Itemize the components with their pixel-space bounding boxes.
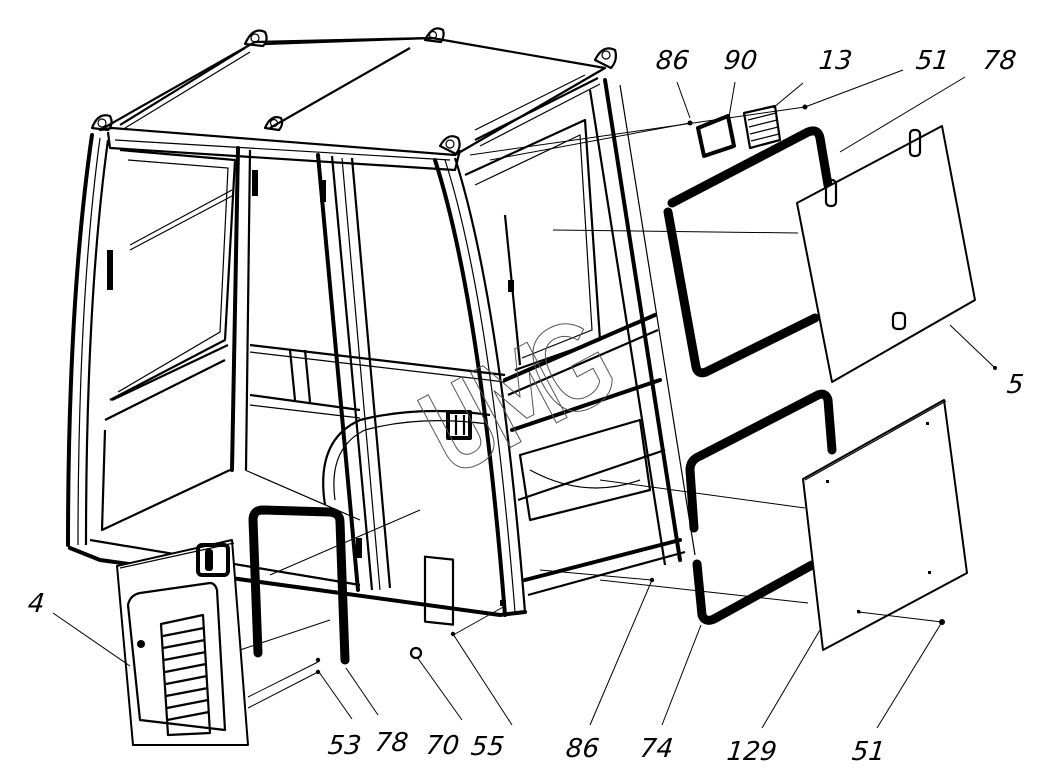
grommet (409, 646, 423, 660)
callout-78-bottom: 78 (373, 728, 410, 758)
callout-78-top: 78 (981, 46, 1018, 76)
lifting-eye (438, 135, 461, 156)
callout-13: 13 (817, 46, 854, 76)
window-seal-lower (685, 389, 837, 533)
window-glass-lower (802, 399, 968, 651)
cab-frame (66, 74, 696, 626)
lifting-eye (593, 47, 617, 70)
callout-86-top: 86 (654, 46, 691, 76)
callout-86-bottom: 86 (564, 734, 601, 764)
rear-door-panel (116, 539, 249, 746)
lifting-eye (263, 116, 284, 132)
window-seal-lower (692, 559, 817, 625)
lifting-eye (423, 27, 445, 44)
callout-53: 53 (326, 731, 363, 761)
latch-slot (891, 311, 907, 331)
callout-129: 129 (725, 737, 779, 767)
callout-70: 70 (424, 731, 461, 761)
callout-4: 4 (26, 589, 47, 619)
lifting-eye (90, 114, 113, 132)
callout-74: 74 (638, 734, 675, 764)
window-glass-upper (796, 125, 976, 383)
callout-51-bottom: 51 (850, 737, 887, 767)
hinge-bracket (824, 178, 838, 208)
watermark (416, 323, 613, 469)
leader-dots (315, 104, 997, 675)
callout-90: 90 (722, 46, 759, 76)
callout-5: 5 (1005, 370, 1026, 400)
part-90-plate (696, 114, 736, 158)
door-seal (248, 505, 350, 665)
part-13-vent (742, 104, 782, 150)
leader-lines (52, 69, 996, 729)
door-vent-grille (159, 613, 212, 737)
callout-51-top: 51 (914, 46, 951, 76)
callout-55: 55 (469, 732, 506, 762)
window-seal-upper (663, 126, 833, 378)
hinge-bracket (908, 128, 922, 158)
lifting-eye (243, 29, 268, 48)
cab-roof (90, 27, 617, 172)
